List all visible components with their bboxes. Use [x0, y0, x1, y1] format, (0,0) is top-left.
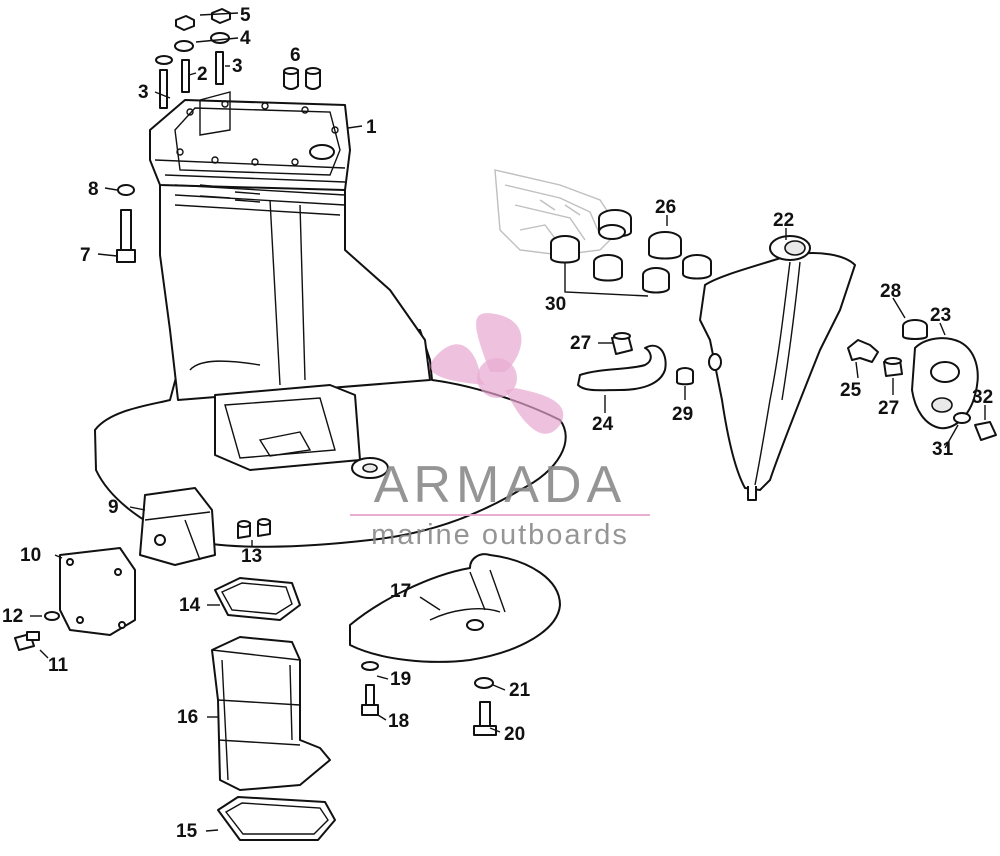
- part-17-plate: [349, 553, 561, 663]
- watermark-tagline: marine outboards: [371, 519, 629, 551]
- engine-block-outline: [494, 169, 621, 256]
- part-6-bushings: [283, 67, 321, 90]
- part-10-cover-plate: [59, 547, 136, 636]
- callout-28: 28: [880, 281, 901, 302]
- callout-11: 11: [48, 655, 69, 676]
- callout-22: 22: [773, 210, 794, 231]
- callout-3: 3: [138, 82, 149, 103]
- callout-3: 3: [232, 56, 243, 77]
- part-29-clamp: [676, 367, 694, 386]
- watermark-brand: ARMADA: [374, 456, 626, 514]
- part-13-bushings: [237, 518, 271, 539]
- part-16-exhaust-housing: [211, 636, 331, 791]
- callout-12: 12: [2, 606, 23, 627]
- callout-5: 5: [240, 5, 251, 26]
- part-21-washer: [474, 677, 494, 689]
- part-15-gasket: [217, 796, 336, 841]
- part-14-gasket: [214, 577, 301, 621]
- watermark: ARMADA marine outboards: [350, 313, 650, 551]
- part-22-exhaust-tube: [699, 235, 856, 501]
- callout-19: 19: [390, 669, 411, 690]
- part-25-elbow: [847, 339, 879, 363]
- callout-25: 25: [840, 380, 862, 401]
- part-32-plug: [974, 421, 997, 441]
- callout-13: 13: [241, 546, 262, 567]
- callout-20: 20: [504, 724, 525, 745]
- callout-1: 1: [366, 117, 377, 138]
- callout-17: 17: [390, 581, 411, 602]
- callout-2: 2: [197, 64, 208, 85]
- callout-8: 8: [88, 179, 99, 200]
- callout-29: 29: [672, 404, 693, 425]
- part-4-washers: [155, 32, 230, 65]
- part-27-fitting-right: [883, 357, 903, 377]
- part-20-screw: [473, 701, 497, 736]
- callout-31: 31: [932, 439, 954, 460]
- leader-lines: [30, 12, 986, 832]
- callout-24: 24: [592, 414, 614, 435]
- callout-23: 23: [930, 305, 951, 326]
- callout-30: 30: [545, 294, 566, 315]
- part-26-30-clamps: [550, 209, 712, 294]
- part-9-mount: [139, 487, 216, 566]
- propeller-icon: [430, 313, 564, 434]
- part-7-screw: [116, 209, 136, 263]
- callout-21: 21: [509, 680, 531, 701]
- callout-14: 14: [179, 595, 201, 616]
- part-5-nuts: [175, 8, 231, 31]
- callout-9: 9: [108, 497, 119, 518]
- part-23-cover: [911, 337, 979, 430]
- callout-4: 4: [240, 28, 251, 49]
- callout-26: 26: [655, 197, 676, 218]
- callout-15: 15: [176, 821, 198, 842]
- callout-18: 18: [388, 711, 409, 732]
- callout-6: 6: [290, 45, 301, 66]
- part-28-clamp: [902, 319, 928, 340]
- callout-32: 32: [972, 387, 993, 408]
- callout-27: 27: [570, 333, 591, 354]
- part-19-washer: [361, 661, 379, 671]
- callout-16: 16: [177, 707, 198, 728]
- part-31-oring: [953, 412, 971, 424]
- part-27-fitting-left: [611, 332, 633, 355]
- part-11-screw: [14, 631, 40, 651]
- part-12-washer: [44, 611, 60, 621]
- part-2-3-studs: [159, 51, 224, 109]
- callout-7: 7: [80, 245, 91, 266]
- part-24-hose: [577, 344, 667, 392]
- part-18-screw: [361, 684, 379, 716]
- callout-27: 27: [878, 398, 899, 419]
- part-8-washer: [117, 184, 135, 196]
- part-1-driveshaft-housing: [94, 91, 567, 548]
- callout-10: 10: [20, 545, 41, 566]
- callout-labels: 5 4 2 3 3 6 1 8 7 26 22 30 28 23 27 25 2…: [2, 5, 993, 842]
